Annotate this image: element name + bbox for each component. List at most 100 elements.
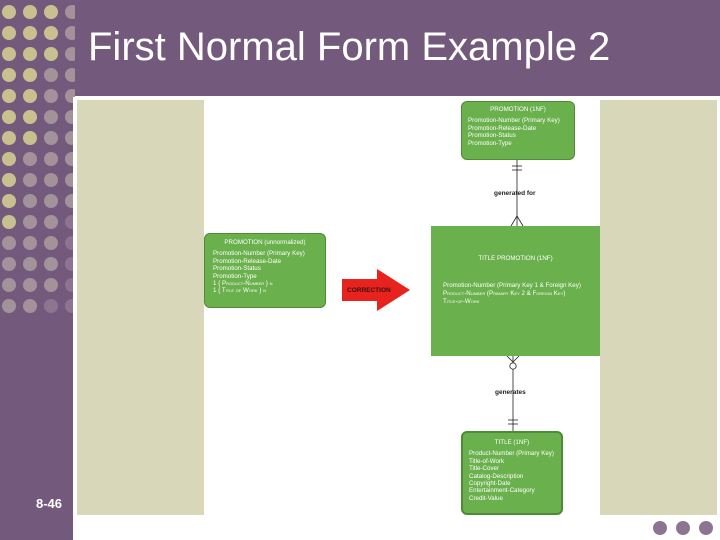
entity-promotion-1nf: PROMOTION (1NF) Promotion-Number (Primar… bbox=[461, 101, 575, 160]
decorative-dot bbox=[23, 5, 37, 19]
decorative-dot bbox=[23, 131, 37, 145]
decorative-dots-top-left bbox=[2, 5, 75, 313]
decorative-dot bbox=[65, 173, 75, 187]
decorative-dot bbox=[65, 5, 75, 19]
decorative-dot bbox=[44, 68, 58, 82]
attribute: Credit-Value bbox=[469, 494, 503, 502]
decorative-dot bbox=[44, 47, 58, 61]
decorative-dot bbox=[44, 173, 58, 187]
entity-promotion-unnormalized: PROMOTION (unnormalized) Promotion-Numbe… bbox=[204, 233, 326, 308]
divider-horizontal bbox=[75, 96, 720, 98]
title-bar bbox=[0, 0, 720, 97]
decorative-dot bbox=[65, 26, 75, 40]
decorative-dot bbox=[23, 194, 37, 208]
attribute: Promotion-Release-Date bbox=[213, 257, 282, 265]
decorative-dot bbox=[44, 26, 58, 40]
relationship-label-generates: generates bbox=[495, 389, 526, 396]
decorative-dot bbox=[676, 521, 690, 535]
attribute: Copyright-Date bbox=[469, 480, 511, 488]
decorative-dot bbox=[2, 110, 16, 124]
decorative-dot bbox=[23, 278, 37, 292]
decorative-dot bbox=[23, 68, 37, 82]
decorative-dot bbox=[44, 215, 58, 229]
crowfoot-left bbox=[510, 215, 518, 227]
attribute: Promotion-Release-Date bbox=[468, 124, 537, 132]
decorative-dot bbox=[44, 110, 58, 124]
decorative-dot bbox=[65, 194, 75, 208]
attribute: Promotion-Number (Primary Key) bbox=[468, 117, 560, 125]
slide-number: 8-46 bbox=[36, 496, 63, 511]
attribute: Promotion-Type bbox=[468, 139, 512, 147]
attribute: Catalog-Description bbox=[469, 472, 524, 480]
decorative-dot bbox=[44, 278, 58, 292]
crowfoot-right bbox=[516, 215, 524, 227]
decorative-dot bbox=[653, 521, 667, 535]
decorative-dot bbox=[23, 299, 37, 313]
slide-title: First Normal Form Example 2 bbox=[88, 25, 611, 69]
divider-vertical bbox=[73, 97, 75, 540]
decorative-dot bbox=[2, 257, 16, 271]
decorative-dot bbox=[23, 47, 37, 61]
decorative-dot bbox=[2, 194, 16, 208]
entity-title-promotion-1nf: TITLE PROMOTION (1NF) Promotion-Number (… bbox=[431, 226, 600, 356]
attribute: Promotion-Number (Primary Key) bbox=[213, 250, 305, 258]
entity-title-1nf: TITLE (1NF) Product-Number (Primary Key)… bbox=[461, 431, 563, 515]
decorative-dot bbox=[65, 299, 75, 313]
attribute: Title-of-Work bbox=[469, 457, 505, 465]
decorative-dot bbox=[65, 278, 75, 292]
crowfoot-left bbox=[506, 355, 514, 363]
decorative-dot bbox=[44, 152, 58, 166]
entity-header: TITLE PROMOTION (1NF) bbox=[478, 255, 553, 262]
decorative-dot bbox=[2, 278, 16, 292]
attribute: Entertainment-Category bbox=[469, 487, 535, 495]
decorative-dot bbox=[65, 89, 75, 103]
zero-marker bbox=[509, 362, 517, 370]
attribute: Product-Number (Primary Key) bbox=[469, 450, 554, 458]
entity-header: PROMOTION (1NF) bbox=[490, 106, 546, 113]
repeating-group: 1 { Product-Number } n bbox=[213, 280, 273, 288]
attribute: Title-Cover bbox=[469, 465, 500, 473]
attribute: Promotion-Type bbox=[213, 272, 257, 280]
decorative-dot bbox=[23, 152, 37, 166]
decorative-dot bbox=[44, 89, 58, 103]
decorative-dot bbox=[65, 47, 75, 61]
decorative-dot bbox=[65, 215, 75, 229]
decorative-dot bbox=[2, 299, 16, 313]
decorative-dot bbox=[65, 110, 75, 124]
left-band bbox=[0, 97, 73, 540]
decorative-dot bbox=[44, 257, 58, 271]
decorative-dot bbox=[2, 131, 16, 145]
entity-header: TITLE (1NF) bbox=[494, 439, 530, 446]
decorative-dot bbox=[23, 173, 37, 187]
relationship-label-generated-for: generated for bbox=[494, 190, 536, 197]
decorative-dot bbox=[23, 215, 37, 229]
attribute: Promotion-Number (Primary Key 1 & Foreig… bbox=[443, 282, 581, 289]
decorative-dot bbox=[2, 47, 16, 61]
decorative-dot bbox=[699, 521, 713, 535]
entity-header: PROMOTION (unnormalized) bbox=[224, 239, 306, 246]
decorative-dot bbox=[65, 68, 75, 82]
decorative-dot bbox=[23, 89, 37, 103]
decorative-dot bbox=[44, 299, 58, 313]
figure-margin-right bbox=[600, 100, 717, 515]
correction-arrow bbox=[342, 269, 410, 311]
decorative-dot bbox=[2, 173, 16, 187]
attribute: Product-Number (Primary Key 2 & Foreign … bbox=[443, 290, 566, 297]
decorative-dot bbox=[23, 257, 37, 271]
decorative-dot bbox=[44, 194, 58, 208]
decorative-dot bbox=[2, 152, 16, 166]
decorative-dot bbox=[65, 257, 75, 271]
decorative-dot bbox=[65, 152, 75, 166]
crowfoot-right bbox=[512, 355, 520, 363]
decorative-dot bbox=[2, 215, 16, 229]
decorative-dot bbox=[44, 5, 58, 19]
attribute: Promotion-Status bbox=[213, 265, 261, 273]
decorative-dot bbox=[23, 26, 37, 40]
decorative-dot bbox=[23, 110, 37, 124]
attribute: Promotion-Status bbox=[468, 132, 516, 140]
decorative-dot bbox=[2, 68, 16, 82]
decorative-dot bbox=[2, 26, 16, 40]
decorative-dot bbox=[2, 89, 16, 103]
figure-margin-left bbox=[77, 100, 204, 515]
